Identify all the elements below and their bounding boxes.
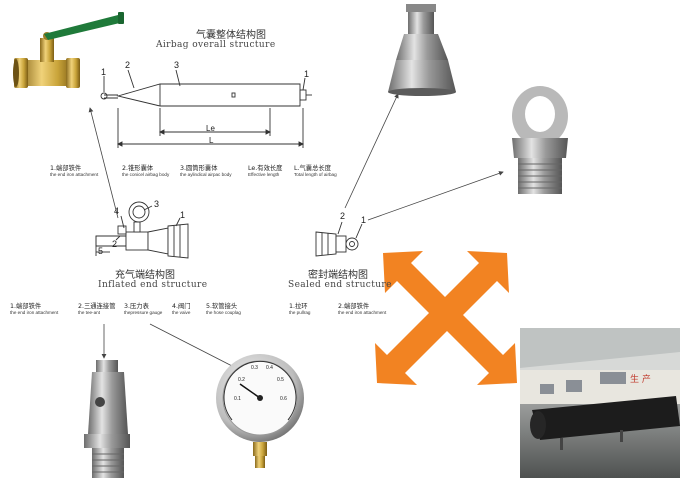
pointer-arrows [88,93,504,369]
factory-airbag-photo [520,328,680,478]
tee-fitting-photo [84,360,130,478]
eye-bolt-photo [512,86,568,194]
end-fitting-photo [388,4,456,96]
inflated-callout-2: 2 [112,239,118,249]
overall-callout-3: 3 [174,60,180,70]
sealed-title-en: Sealed end structure [288,280,392,290]
gauge-scale-3: 0.3 [251,365,258,371]
airbag-overall-drawing [100,69,312,148]
gauge-scale-4: 0.4 [266,365,273,371]
orange-crossed-arrow [375,251,517,385]
dimension-l: L [209,136,214,145]
inflated-callout-1: 1 [180,210,186,220]
gauge-scale-2: 0.2 [238,377,245,383]
pressure-gauge-photo [216,354,304,468]
inflated-title-cn: 充气端结构图 [115,270,175,281]
overall-title-cn: 气囊整体结构图 [196,30,266,41]
overall-callout-1-left: 1 [101,67,107,77]
inflated-callout-5: 5 [98,246,104,256]
inflated-end-drawing [95,201,189,259]
overall-callout-1-right: 1 [304,69,310,79]
overall-callout-2: 2 [125,60,131,70]
inflated-callout-4: 4 [114,206,120,216]
inflated-callout-3: 3 [154,199,160,209]
gauge-scale-5: 0.5 [277,377,284,383]
factory-banner-text: 生 产 [630,375,651,385]
brass-valve-photo [13,12,124,88]
gauge-scale-1: 0.1 [234,396,241,402]
inflated-title-en: Inflated end structure [98,280,208,290]
sealed-end-drawing [315,221,363,257]
overall-title-en: Airbag overall structure [156,40,276,50]
sealed-callout-1: 1 [361,215,367,225]
sealed-callout-2: 2 [340,211,346,221]
gauge-scale-6: 0.6 [280,396,287,402]
sealed-title-cn: 密封端结构图 [308,270,368,281]
dimension-le: Le [206,124,215,133]
